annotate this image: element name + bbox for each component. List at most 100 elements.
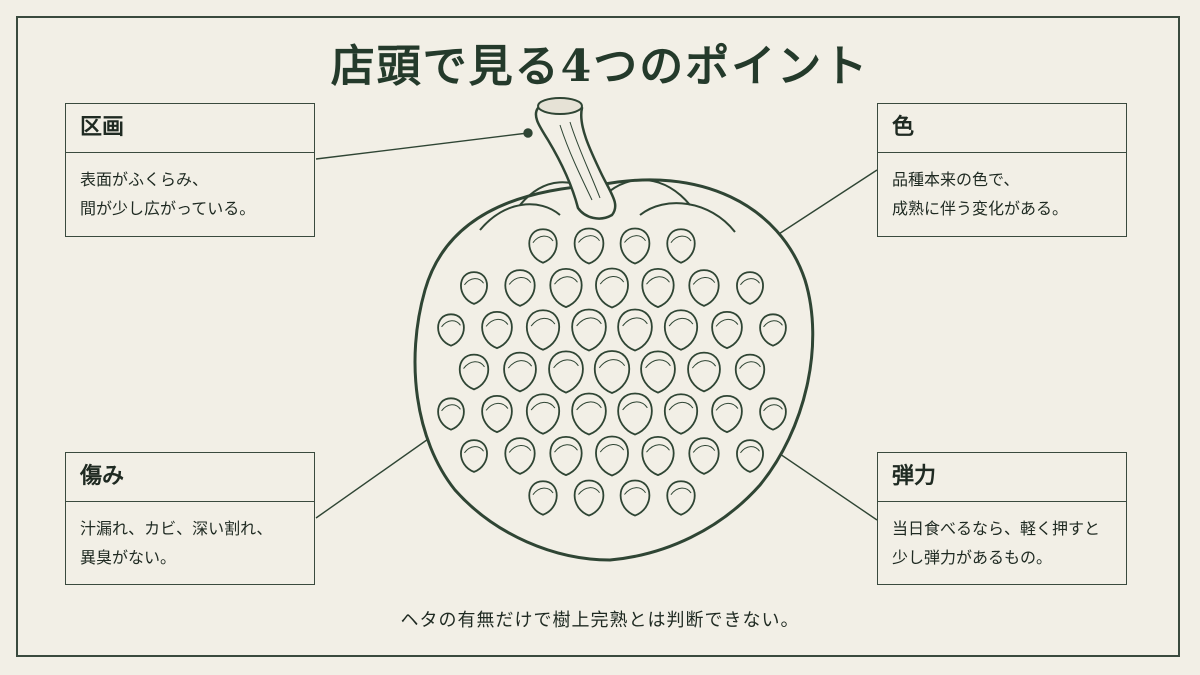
fruit-scale-shading [554, 444, 578, 453]
fruit-scale [664, 309, 698, 351]
fruit-scale [460, 439, 488, 473]
fruit-scale-shading [578, 487, 600, 495]
fruit-scale-shading [485, 318, 509, 327]
callout-dot-kukaku [523, 128, 533, 138]
fruit-scale-shading [464, 278, 484, 286]
point-heading-iro: 色 [878, 104, 1126, 153]
fruit-scale-shading [554, 276, 578, 285]
fruit-scale-shading [463, 361, 485, 369]
fruit-scale [688, 269, 720, 307]
page-title: 店頭で見る4つのポイント [330, 41, 870, 92]
fruit-scale [640, 350, 676, 394]
fruit-scale-shading [715, 318, 739, 327]
fruit-scale [617, 392, 653, 436]
fruit-scale-shading [715, 402, 739, 411]
fruit-scale-shading [645, 359, 671, 369]
fruit-scale-shading [464, 446, 484, 454]
fruit-scale [528, 228, 558, 264]
fruit-scale-shading [530, 401, 556, 411]
fruit-scale-shading [668, 317, 694, 327]
fruit-scale [641, 435, 675, 477]
fruit-scale [503, 351, 537, 393]
fruit-scale [571, 308, 607, 352]
fruit-scale-shading [598, 359, 626, 369]
fruit-scale-shading [576, 317, 602, 327]
fruit-scale [526, 309, 560, 351]
point-text-danryoku: 当日食べるなら、軽く押すと 少し弾力があるもの。 [878, 502, 1126, 582]
point-line: 品種本来の色で、 [892, 170, 1020, 189]
fruit-scale [437, 313, 465, 347]
fruit-scale-shading [670, 235, 692, 243]
fruit-scales [437, 227, 787, 517]
fruit-scale [759, 313, 787, 347]
fruit-scale [481, 394, 513, 434]
fruit-scale [735, 353, 765, 391]
outer-frame [16, 16, 1180, 657]
point-text-iro: 品種本来の色で、 成熟に伴う変化がある。 [878, 153, 1126, 233]
fruit-scale [459, 353, 489, 391]
fruit-scale-shading [508, 276, 532, 285]
fruit-scale [619, 479, 651, 517]
fruit-scale [688, 437, 720, 475]
fruit-scale-shading [532, 487, 554, 495]
fruit-scale-shading [624, 487, 646, 495]
fruit-scale-shading [553, 359, 579, 369]
fruit-scale [759, 397, 787, 431]
fruit-scale [504, 269, 536, 307]
fruit-scale-shading [763, 404, 783, 412]
point-heading-danryoku: 弾力 [878, 453, 1126, 502]
fruit-scale [641, 267, 675, 309]
fruit-scale [595, 435, 629, 477]
point-heading-kukaku: 区画 [66, 104, 314, 153]
fruit-scale-shading [532, 235, 554, 243]
fruit-scale-shading [624, 235, 646, 243]
fruit-scale [736, 439, 764, 473]
fruit-scale-shading [578, 235, 600, 243]
fruit-scale [548, 350, 584, 394]
fruit-scale [666, 480, 696, 516]
fruit-scale-shading [668, 401, 694, 411]
fruit-scale-shading [599, 276, 625, 285]
point-line: 汁漏れ、カビ、深い割れ、 [80, 519, 273, 538]
fruit-scale-shading [576, 401, 602, 411]
fruit-scale [736, 271, 764, 305]
fruit-scale-shading [622, 317, 648, 327]
fruit-scale [481, 310, 513, 350]
point-heading-kizu: 傷み [66, 453, 314, 502]
callout-line-kukaku [315, 132, 529, 160]
fruit-scale-shading [441, 320, 461, 328]
point-line: 少し弾力があるもの。 [892, 548, 1053, 567]
fruit-scale-shading [670, 487, 692, 495]
point-box-kizu: 傷み 汁漏れ、カビ、深い割れ、 異臭がない。 [65, 452, 315, 585]
fruit-scale [549, 267, 583, 309]
fruit-scale-shading [485, 402, 509, 411]
fruit-scale-shading [763, 320, 783, 328]
fruit-scale [526, 393, 560, 435]
fruit-scale [504, 437, 536, 475]
point-text-kukaku: 表面がふくらみ、 間が少し広がっている。 [66, 153, 314, 233]
point-line: 間が少し広がっている。 [80, 199, 256, 218]
fruit-scale [549, 435, 583, 477]
fruit-scale [617, 308, 653, 352]
fruit-scale [573, 227, 605, 265]
fruit-scale-shading [622, 401, 648, 411]
fruit-scale-shading [646, 444, 670, 453]
fruit-scale [571, 392, 607, 436]
fruit-scale-shading [507, 360, 533, 369]
fruit-scale-shading [441, 404, 461, 412]
point-box-iro: 色 品種本来の色で、 成熟に伴う変化がある。 [877, 103, 1127, 237]
point-box-danryoku: 弾力 当日食べるなら、軽く押すと 少し弾力があるもの。 [877, 452, 1127, 585]
fruit-scale [619, 227, 651, 265]
fruit-crown [479, 178, 736, 233]
caption: ヘタの有無だけで樹上完熟とは判断できない。 [400, 610, 800, 631]
fruit-scale [664, 393, 698, 435]
point-line: 成熟に伴う変化がある。 [892, 199, 1069, 218]
fruit-scale-shading [740, 446, 760, 454]
fruit-scale [711, 310, 743, 350]
fruit-scale-shading [646, 276, 670, 285]
fruit-scale-shading [508, 444, 532, 453]
fruit-scale-shading [692, 444, 716, 453]
fruit-scale [595, 267, 629, 309]
fruit-scale [528, 480, 558, 516]
